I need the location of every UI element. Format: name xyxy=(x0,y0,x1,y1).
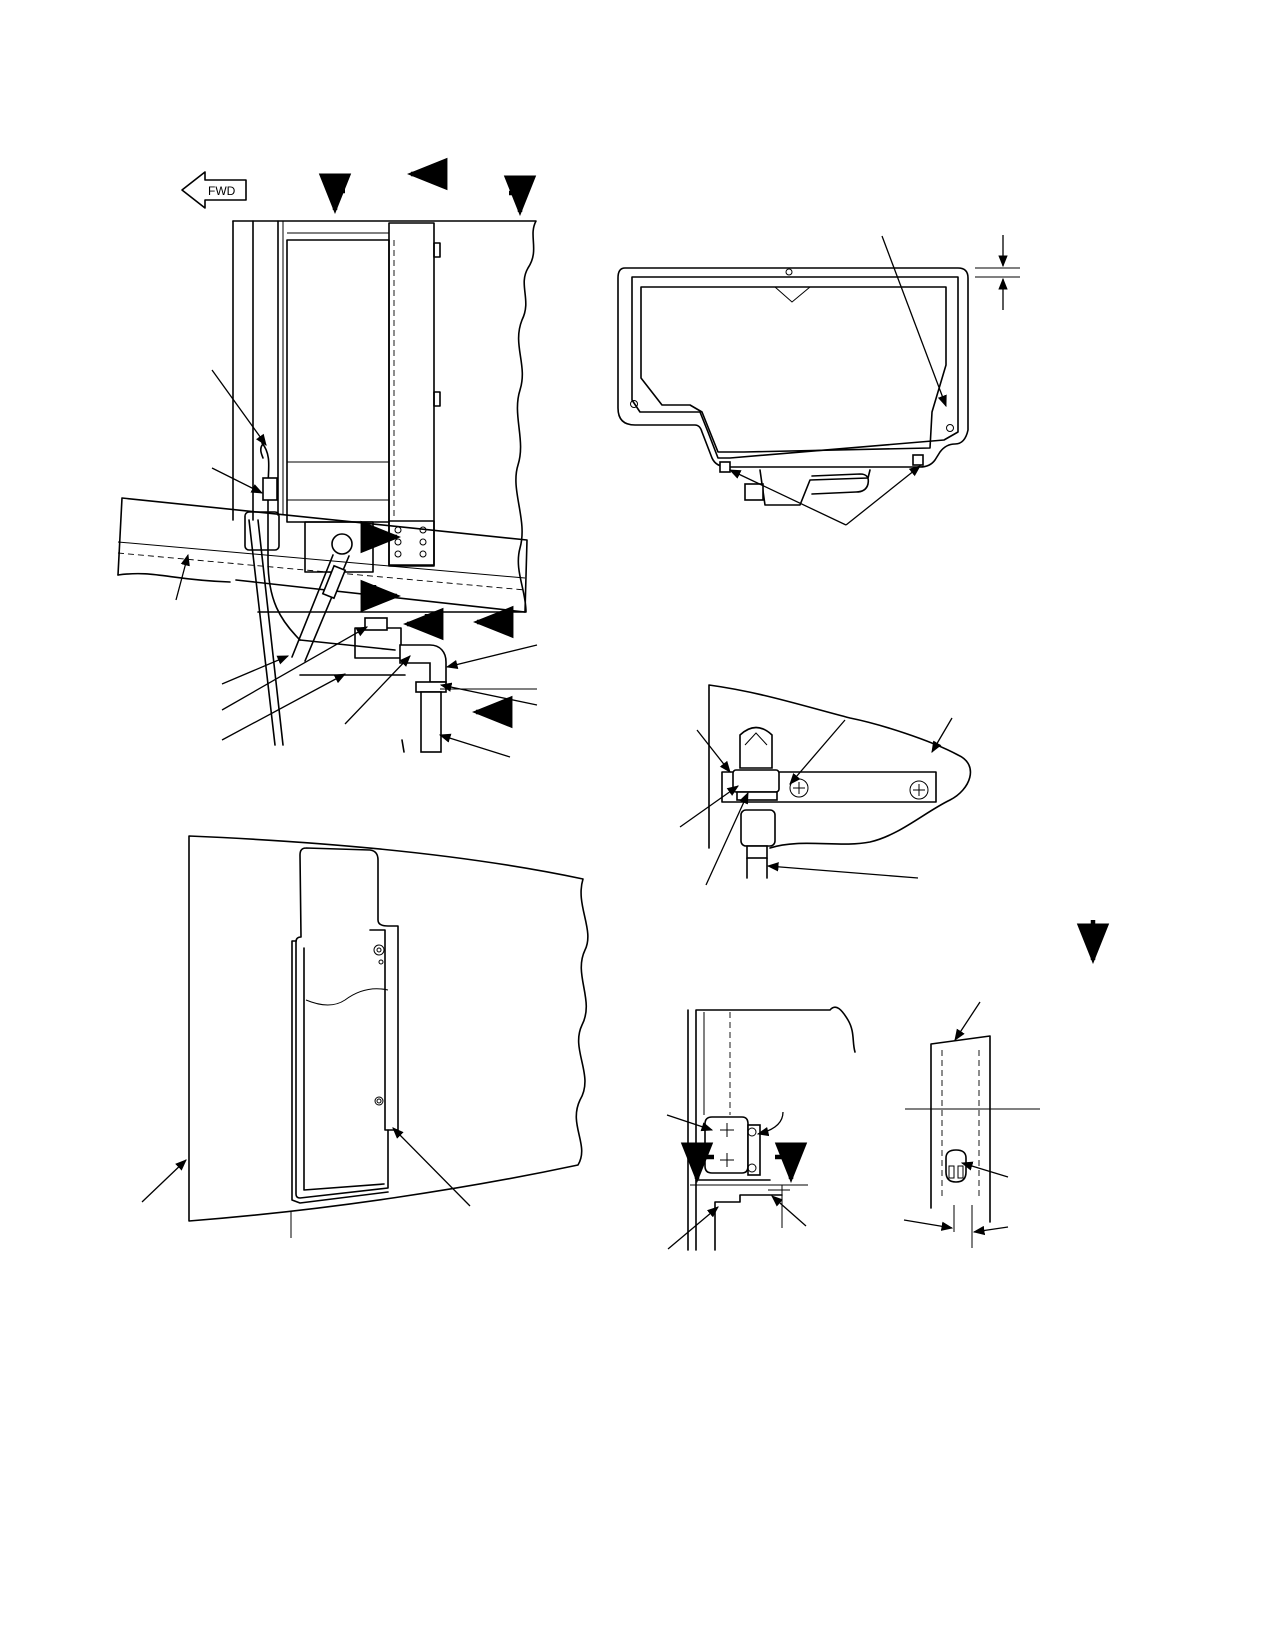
leader-line xyxy=(344,655,411,725)
leader-line xyxy=(141,1159,187,1203)
section-arrow-icon xyxy=(774,1142,808,1184)
section-arrow-icon xyxy=(360,579,402,613)
main-assembly-view xyxy=(117,157,538,758)
leader-line xyxy=(881,235,947,408)
leader-line xyxy=(766,862,919,879)
leader-line xyxy=(756,1111,784,1137)
leader-line xyxy=(667,1206,719,1250)
window-panel-view xyxy=(617,235,1020,526)
leader-line xyxy=(771,1195,807,1227)
leader-line xyxy=(438,733,511,758)
leader-line xyxy=(392,1127,471,1207)
section-arrow-icon xyxy=(680,1142,714,1184)
section-arrow-icon xyxy=(360,520,402,554)
door-panel-outline xyxy=(232,220,537,613)
leader-line xyxy=(221,673,347,741)
section-arrow-icon xyxy=(402,607,444,641)
leader-line xyxy=(931,717,953,754)
leader-line xyxy=(728,469,847,526)
window-frame-inner xyxy=(631,276,959,459)
support-beam xyxy=(117,497,528,613)
fitting-detail-view xyxy=(679,684,972,886)
leader-line xyxy=(221,626,369,711)
leader-line xyxy=(211,467,264,494)
window-frame-outer xyxy=(617,267,969,468)
lower-panel-outline xyxy=(188,835,589,1222)
fwd-arrow-icon xyxy=(181,171,247,209)
leader-line xyxy=(175,553,190,601)
section-arrow-icon xyxy=(472,605,514,639)
section-arrow-icon xyxy=(406,157,448,191)
leader-line xyxy=(789,719,846,785)
structure-break-outline xyxy=(708,684,972,849)
section-arrow-icon xyxy=(318,173,352,215)
leader-line xyxy=(960,1161,1009,1178)
leader-line xyxy=(221,655,290,685)
leader-line xyxy=(845,465,921,526)
opening-outline xyxy=(295,847,399,1199)
hinge-section-view xyxy=(666,1006,856,1251)
hinge-holes xyxy=(394,526,427,558)
leader-line xyxy=(954,1001,981,1041)
leader-line xyxy=(439,682,538,706)
leader-line xyxy=(903,1219,954,1231)
window-glass xyxy=(640,286,947,453)
leader-line xyxy=(679,785,739,828)
leader-line xyxy=(211,369,267,446)
section-arrow-icon xyxy=(471,695,513,729)
fwd-label: FWD xyxy=(208,184,236,198)
leader-line xyxy=(445,644,538,670)
section-arrow-icon xyxy=(503,175,537,217)
leader-line xyxy=(666,1114,714,1132)
leader-line xyxy=(696,729,731,773)
leader-line xyxy=(705,791,749,886)
fwd-direction-marker: FWD xyxy=(181,171,247,209)
edge-section-view xyxy=(903,1001,1040,1248)
lower-panel-view xyxy=(141,835,589,1238)
leader-line xyxy=(972,1225,1009,1236)
